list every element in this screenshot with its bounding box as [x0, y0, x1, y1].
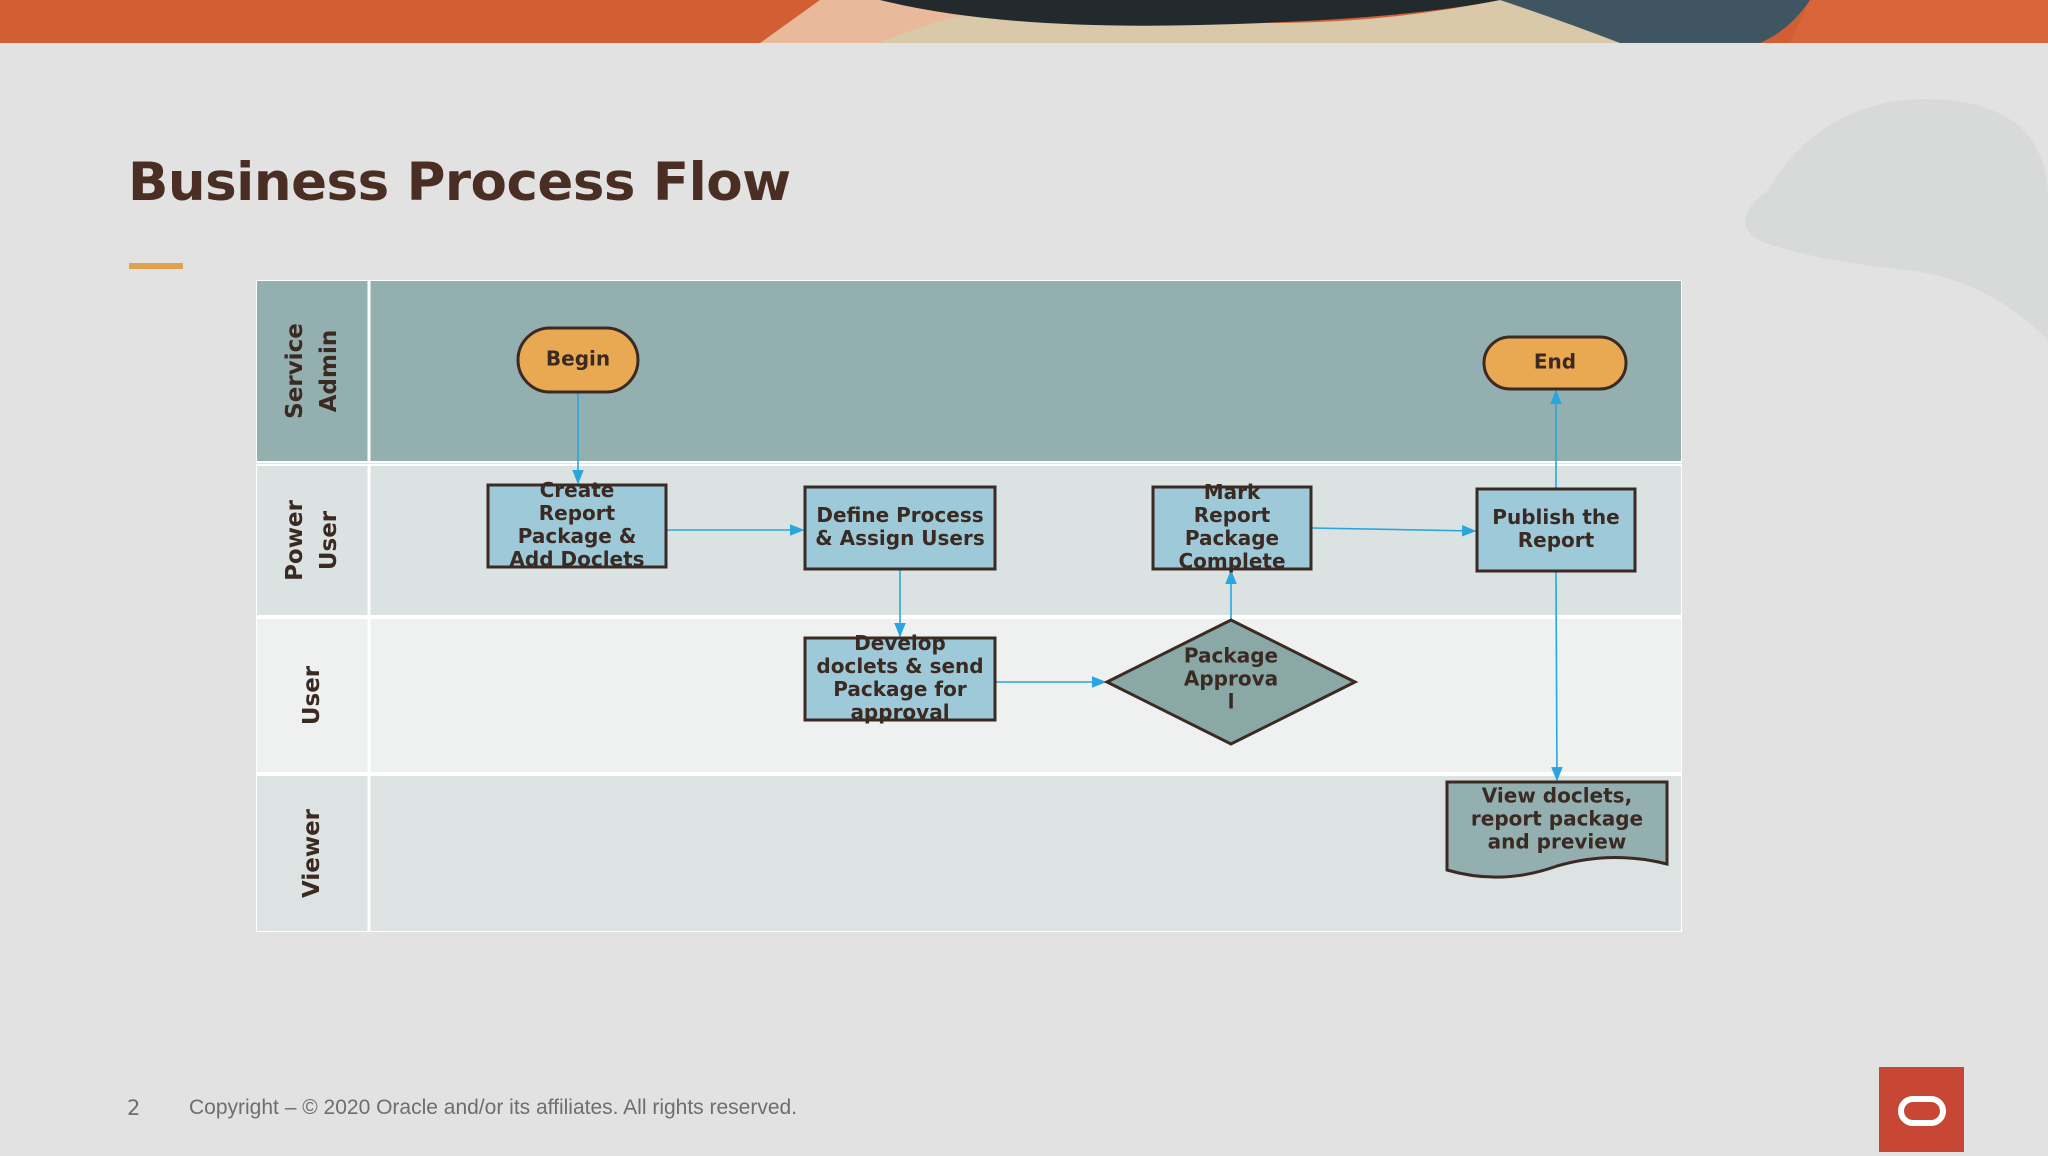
- node-label-view-doclets: and preview: [1488, 830, 1627, 854]
- node-create-report: [486, 483, 668, 569]
- node-package-approval: [1103, 618, 1359, 746]
- lane-service-admin: [256, 280, 1682, 463]
- node-label-view-doclets: report package: [1471, 807, 1643, 831]
- node-label-mark-complete: Package: [1185, 526, 1279, 550]
- node-begin: [516, 326, 640, 394]
- lane-viewer: [256, 774, 1682, 932]
- connector-mark-complete-to-publish-report: [1310, 525, 1477, 537]
- lane-label-service-admin: Service: [282, 323, 308, 419]
- page-number: 2: [127, 1096, 141, 1120]
- title-accent-bar: [129, 263, 183, 269]
- node-label-define-process: & Assign Users: [815, 526, 985, 550]
- node-label-mark-complete: Complete: [1178, 549, 1285, 573]
- node-label-develop-doclets: doclets & send: [816, 654, 983, 678]
- node-label-publish-report: Report: [1518, 528, 1595, 552]
- node-view-doclets: [1445, 780, 1669, 879]
- node-label-publish-report: Publish the: [1492, 505, 1619, 529]
- node-label-package-approval: l: [1228, 690, 1235, 714]
- node-label-mark-complete: Report: [1194, 503, 1271, 527]
- lane-label-viewer: Viewer: [299, 808, 325, 898]
- lane-label-power-user: User: [316, 510, 342, 570]
- node-label-end: End: [1534, 350, 1576, 374]
- node-develop-doclets: [803, 636, 997, 722]
- node-label-define-process: Define Process: [816, 503, 983, 527]
- node-define-process: [803, 485, 997, 571]
- node-publish-report: [1475, 487, 1637, 573]
- node-label-create-report: Add Doclets: [509, 547, 644, 571]
- node-label-develop-doclets: Develop: [854, 631, 946, 655]
- connector-publish-report-to-view-doclets: [1551, 570, 1563, 782]
- decorative-texture: [1745, 99, 2048, 340]
- node-label-create-report: Report: [539, 501, 616, 525]
- copyright-text: Copyright – © 2020 Oracle and/or its aff…: [189, 1096, 798, 1119]
- node-label-create-report: Create: [540, 478, 615, 502]
- lane-label-service-admin: Admin: [316, 330, 342, 413]
- node-label-package-approval: Package: [1184, 644, 1278, 668]
- node-label-view-doclets: View doclets,: [1482, 784, 1632, 808]
- lane-label-user: User: [299, 665, 325, 725]
- page-title: Business Process Flow: [128, 152, 791, 213]
- oracle-logo: [1879, 1067, 1964, 1152]
- node-label-begin: Begin: [546, 347, 610, 371]
- node-label-develop-doclets: Package for: [833, 677, 967, 701]
- node-label-create-report: Package &: [518, 524, 637, 548]
- lane-label-power-user: Power: [282, 499, 308, 581]
- node-end: [1482, 335, 1628, 391]
- decorative-banner: [0, 0, 2048, 43]
- node-mark-complete: [1151, 485, 1313, 571]
- node-label-package-approval: Approva: [1184, 667, 1278, 691]
- node-label-develop-doclets: approval: [850, 700, 949, 724]
- node-label-mark-complete: Mark: [1204, 480, 1261, 504]
